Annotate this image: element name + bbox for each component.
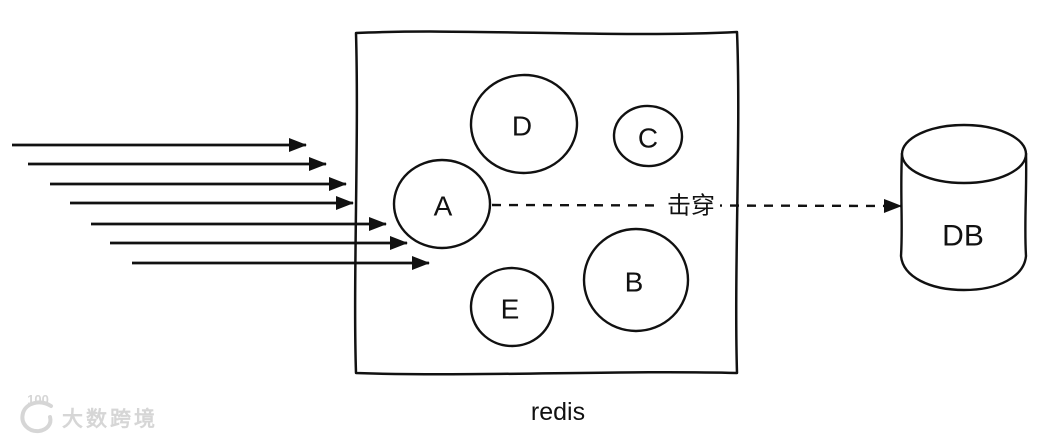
cache-node-labels: D C A B E [434,111,658,325]
request-arrows [12,138,430,270]
cache-node-b-circle [582,227,690,333]
watermark-text: 大数跨境 [62,407,158,431]
cache-node-b-label: B [625,267,644,298]
cache-node-e-label: E [501,294,520,325]
database-top [900,123,1028,185]
breakthrough-label-bg [662,192,720,219]
breakthrough-label: 击穿 [667,193,715,220]
database-cylinder: DB [899,123,1028,292]
database-body [899,152,1028,292]
cache-nodes [392,73,690,348]
redis-box [353,30,740,376]
redis-caption: redis [531,398,585,426]
cache-node-a-label: A [434,191,453,222]
cache-node-d-label: D [512,111,532,142]
watermark: 100 大数跨境 [20,392,158,434]
cache-node-a-circle [392,158,492,250]
watermark-logo-superscript: 100 [27,392,49,407]
cache-node-c-circle [612,104,684,168]
cache-node-d-circle [469,73,579,175]
cache-node-c-label: C [638,123,658,154]
database-label: DB [942,220,984,253]
cache-node-e-circle [469,266,555,348]
watermark-logo-icon [20,400,53,434]
